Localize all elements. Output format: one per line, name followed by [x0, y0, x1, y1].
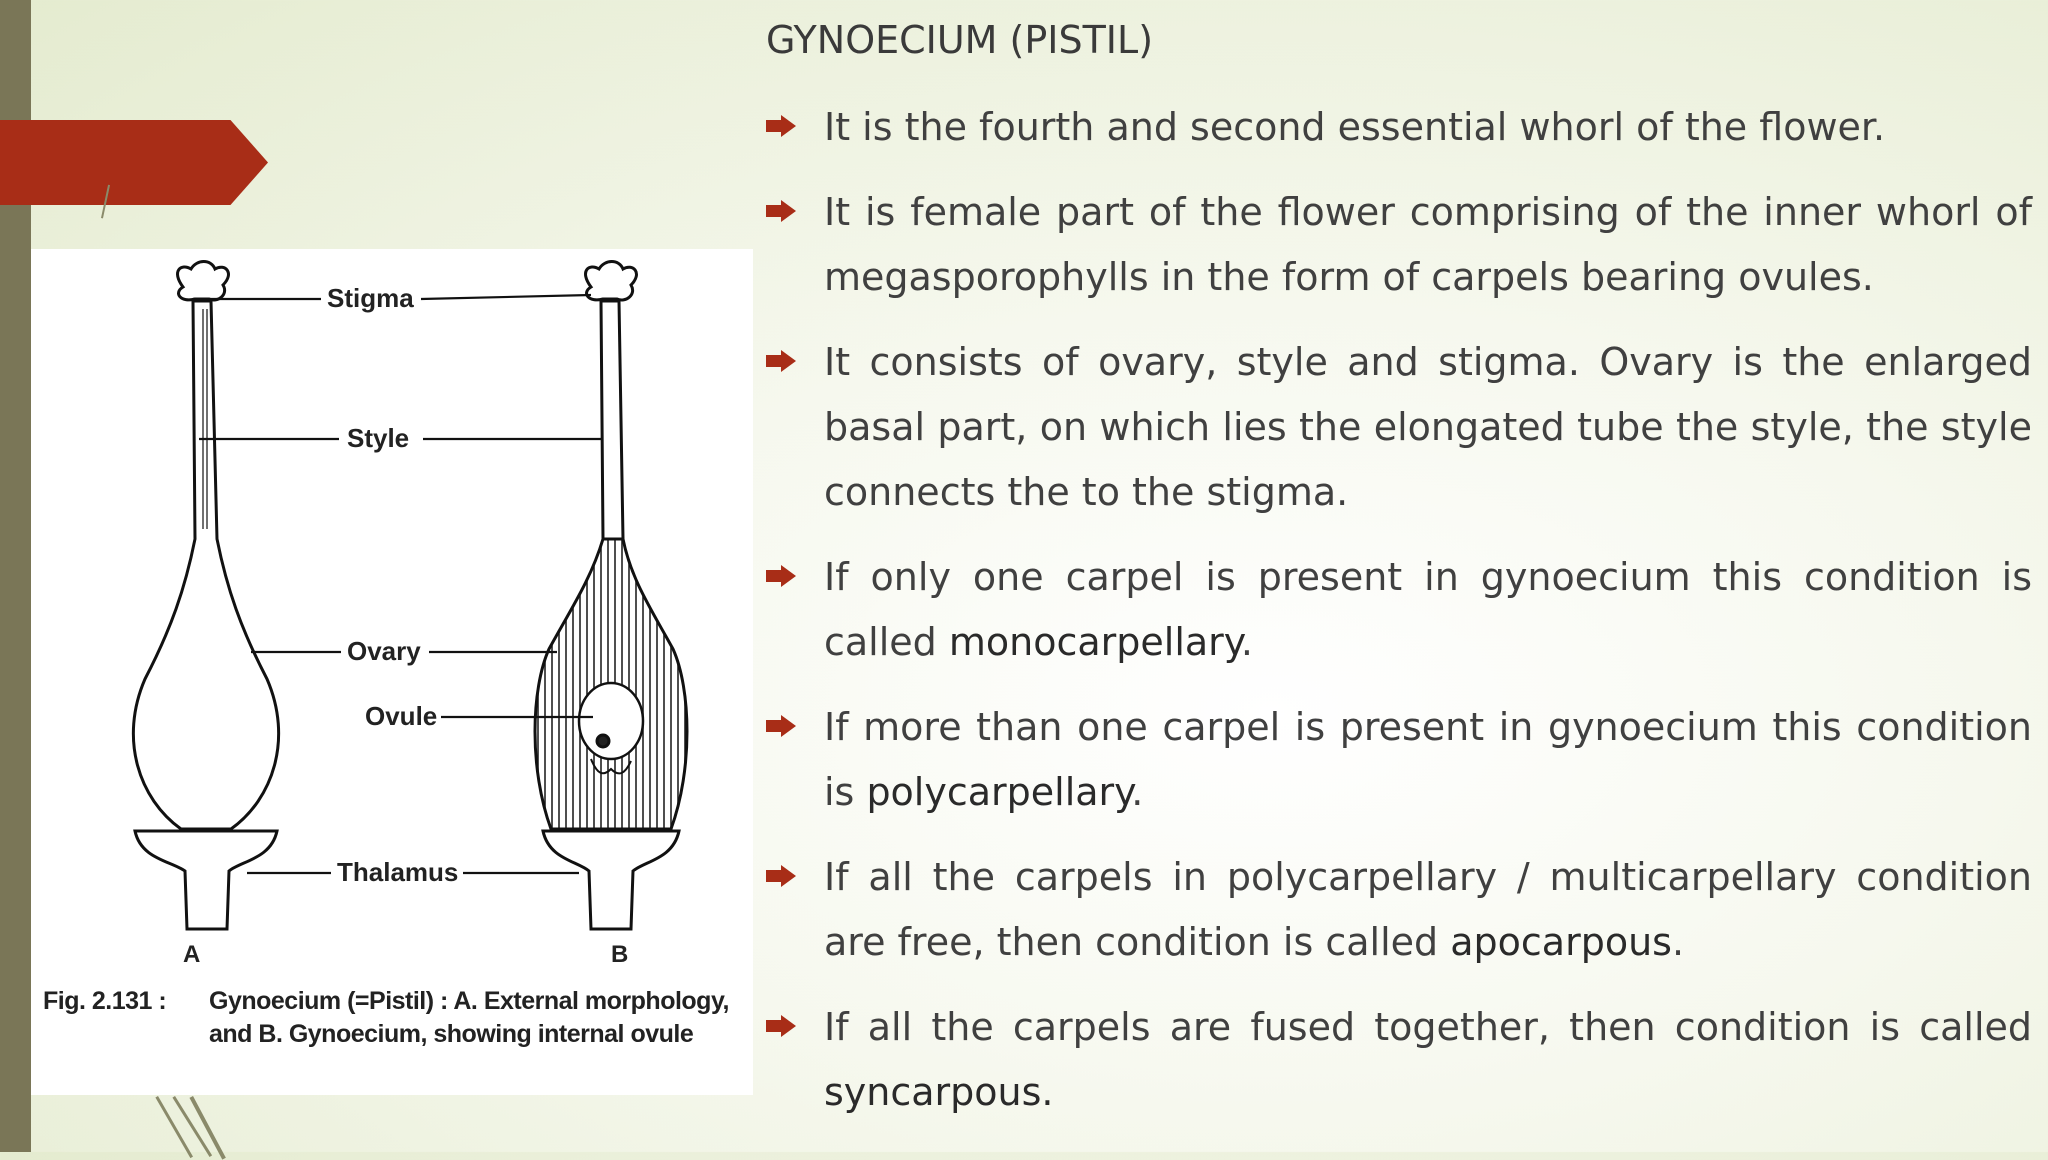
arrow-bullet-icon [766, 200, 796, 222]
bullet-item: It is female part of the flower comprisi… [766, 180, 2032, 310]
label-thalamus: Thalamus [337, 857, 458, 887]
caption-label: Fig. 2.131 : [43, 987, 167, 1015]
bullet-keyword: syncarpous. [824, 1070, 1054, 1114]
bullet-text: It consists of ovary, style and stigma. … [824, 340, 2032, 514]
arrow-bullet-icon [766, 865, 796, 887]
bullet-suffix: . [1671, 920, 1685, 964]
bullet-item: It consists of ovary, style and stigma. … [766, 330, 2032, 525]
pistil-b-style [599, 299, 625, 541]
arrow-bullet-icon [766, 115, 796, 137]
label-stigma: Stigma [327, 283, 414, 313]
pistil-a-thalamus [133, 829, 279, 931]
bullet-item: If only one carpel is present in gynoeci… [766, 545, 2032, 675]
label-ovary: Ovary [347, 636, 421, 666]
pistil-b [533, 260, 689, 931]
pistil-a-stigma [176, 260, 230, 302]
arrow-bullet-icon [766, 1015, 796, 1037]
decorative-line [155, 1096, 193, 1159]
bullet-item: If all the carpels are fused together, t… [766, 995, 2032, 1125]
arrow-bullet-icon [766, 350, 796, 372]
bullet-item: It is the fourth and second essential wh… [766, 95, 2032, 160]
bullet-item: If more than one carpel is present in gy… [766, 695, 2032, 825]
bullet-list: It is the fourth and second essential wh… [766, 95, 2032, 1145]
leader-lines [193, 293, 603, 875]
red-arrow-decoration [0, 120, 268, 205]
bullet-text: If all the carpels are fused together, t… [824, 1005, 2032, 1049]
pistil-b-ovule [595, 733, 611, 749]
bullet-suffix: . [1131, 770, 1144, 814]
bullet-text: If all the carpels in polycarpellary / m… [824, 855, 2032, 964]
pistil-b-thalamus [541, 829, 681, 931]
bullet-text: It is female part of the flower comprisi… [824, 190, 2032, 299]
gynoecium-figure: Stigma Style Ovary Ovule Thalamus A B Fi… [31, 249, 753, 1095]
bullet-item: If all the carpels in polycarpellary / m… [766, 845, 2032, 975]
bullet-keyword: monocarpellary [948, 620, 1241, 664]
bullet-suffix: . [1240, 620, 1253, 664]
arrow-bullet-icon [766, 715, 796, 737]
label-a: A [183, 941, 200, 968]
slide-title: GYNOECIUM (PISTIL) [766, 18, 1154, 62]
label-style: Style [347, 423, 409, 453]
arrow-bullet-icon [766, 565, 796, 587]
bullet-text: If only one carpel is present in gynoeci… [824, 555, 2032, 664]
pistil-b-stigma [584, 260, 638, 302]
bullet-text: It is the fourth and second essential wh… [824, 105, 1886, 149]
pistil-a-body [131, 299, 281, 831]
caption-text: Gynoecium (=Pistil) : A. External morpho… [209, 987, 729, 1048]
pistil-b-ovule-cavity [577, 681, 645, 761]
label-b: B [611, 941, 628, 968]
bullet-keyword: apocarpous [1450, 920, 1672, 964]
bullet-text: If more than one carpel is present in gy… [824, 705, 2032, 814]
label-ovule: Ovule [365, 701, 437, 731]
gynoecium-diagram: Stigma Style Ovary Ovule Thalamus A B [131, 260, 689, 968]
bullet-keyword: polycarpellary [866, 770, 1132, 814]
pistil-a [131, 260, 281, 931]
